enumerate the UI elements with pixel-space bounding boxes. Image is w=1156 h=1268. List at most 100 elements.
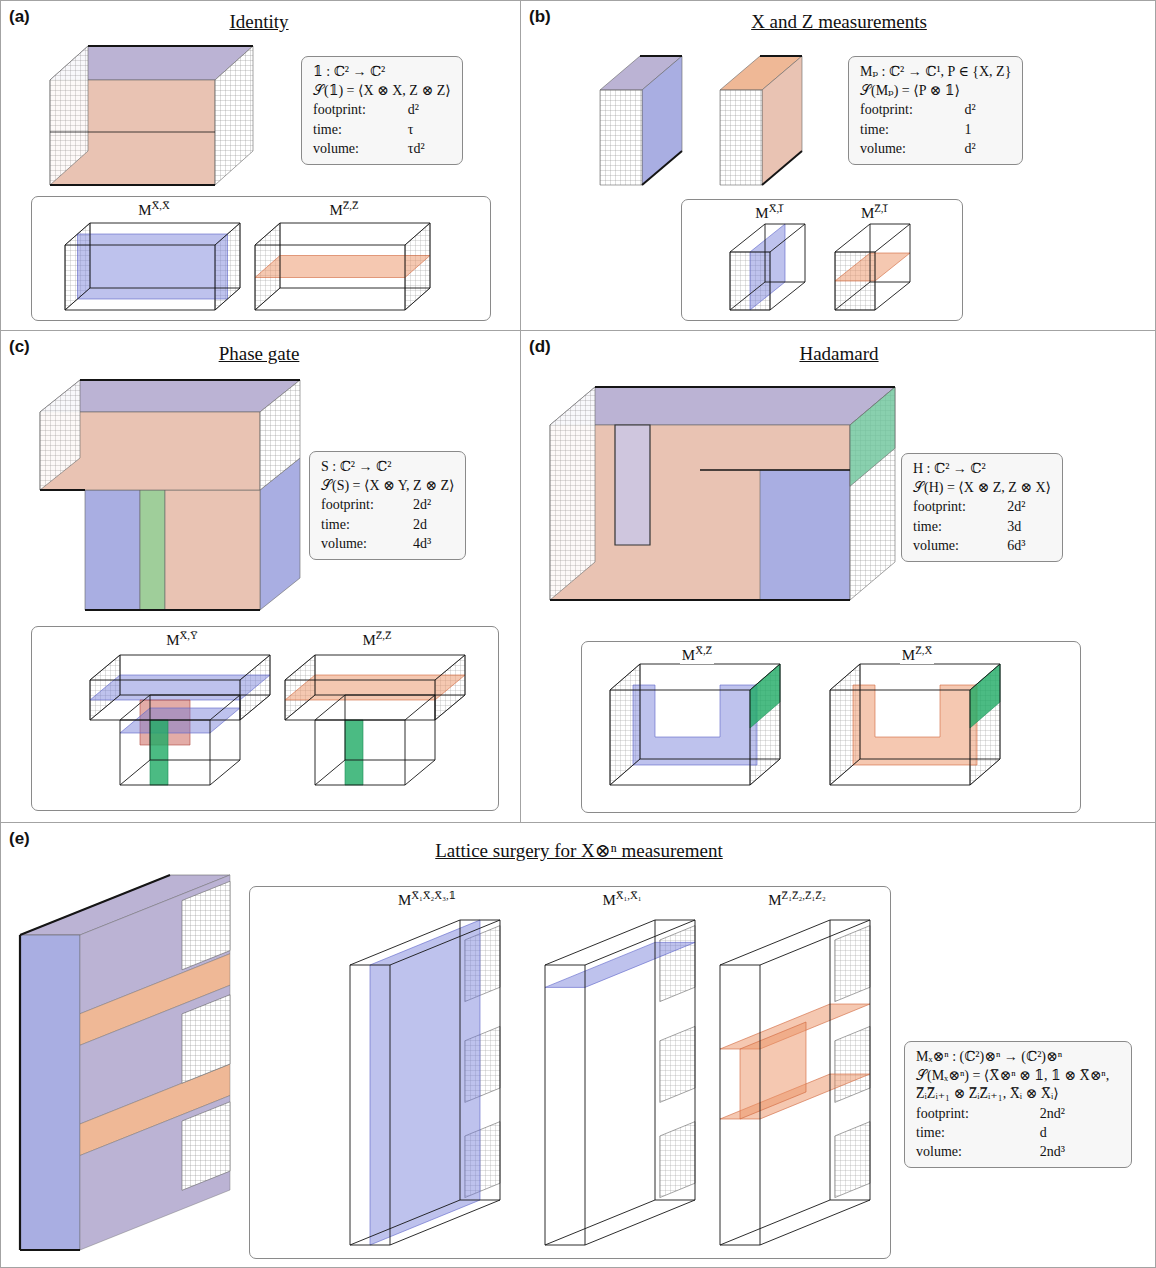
block-edge <box>80 379 300 381</box>
metric-name: time: <box>313 121 392 139</box>
correlation-surface <box>78 234 228 299</box>
membrane-inset: MX̅,Y̅MZ̅,Z̅ <box>31 626 499 811</box>
correlation-surface <box>633 685 757 765</box>
block-edge <box>280 288 430 289</box>
membrane-inset: MX̅₁X̅₂X̅₃,𝟙MX̅₁,X̅₁MZ̅₁Z̅₂,Z̅₁Z̅₂ <box>249 886 891 1259</box>
block-edge <box>240 655 270 680</box>
metric-name: volume: <box>313 140 392 158</box>
metric-name: time: <box>860 121 949 139</box>
block-edge <box>460 1200 500 1201</box>
block-edge <box>762 151 802 185</box>
correlation-surface <box>120 708 240 733</box>
boundary-face <box>615 425 650 545</box>
panel-title: Hadamard <box>799 343 878 365</box>
block-edge <box>65 245 66 310</box>
metric-value: τ <box>408 121 451 139</box>
metric-name: volume: <box>916 1143 1024 1161</box>
boundary-face <box>20 935 80 1250</box>
block-edge <box>350 1245 390 1246</box>
block-edge <box>40 489 85 491</box>
domain-wall <box>140 490 165 610</box>
block-edge <box>120 655 270 656</box>
block-edge <box>730 224 765 252</box>
boundary-face <box>550 387 895 425</box>
block-edge <box>435 695 465 720</box>
block-edge <box>760 920 870 965</box>
membrane-label: MX̅₁,X̅₁ <box>600 889 643 909</box>
operator-superscript: X̅,Y̅ <box>180 629 198 641</box>
operator-letter: M <box>398 892 411 908</box>
panel-letter: (b) <box>529 7 551 27</box>
panel-letter: (c) <box>9 337 30 357</box>
operator-letter: M <box>755 205 768 221</box>
block-edge <box>405 760 435 785</box>
block-edge <box>640 664 641 759</box>
code-patch <box>182 1102 230 1191</box>
block-edge <box>970 664 1000 690</box>
block-edge <box>770 224 805 252</box>
block-edge <box>720 1200 830 1245</box>
code-patch <box>660 926 695 1002</box>
metric-value: 6d³ <box>1007 537 1051 555</box>
block-edge <box>255 288 280 310</box>
block-edge <box>970 690 971 785</box>
correlation-surface <box>835 253 910 281</box>
boundary-face <box>760 470 850 600</box>
block-edge <box>830 759 860 785</box>
block-edge <box>435 695 436 760</box>
correlation-surface <box>545 942 695 987</box>
domain-wall <box>750 664 780 728</box>
gate-info-box: Mₓ⊗ⁿ : (ℂ²)⊗ⁿ → (ℂ²)⊗ⁿ𝒮(Mₓ⊗ⁿ) = ⟨X̅⊗ⁿ ⊗ … <box>904 1041 1132 1168</box>
correlation-surface <box>750 224 785 310</box>
block-edge <box>90 655 120 680</box>
block-edge <box>430 223 431 288</box>
block-edge <box>835 252 836 310</box>
membrane-label: MX̅,I̅ <box>753 202 784 222</box>
block-edge <box>655 920 656 1200</box>
membrane-label: MX̅,Y̅ <box>164 629 200 649</box>
stabilizer-group: 𝒮(𝟙) = ⟨X ⊗ X, Z ⊗ Z⟩ <box>313 82 451 100</box>
metric-value: 4d³ <box>413 535 454 553</box>
stabilizer-group: 𝒮(Mₚ) = ⟨P ⊗ 𝟙⟩ <box>860 82 1011 100</box>
block-edge <box>255 310 405 311</box>
metric-value: τd² <box>408 140 451 158</box>
block-edge <box>642 151 682 185</box>
correlation-surface <box>370 920 480 1245</box>
block-edge <box>255 245 256 310</box>
block-edge <box>405 223 430 245</box>
code-patch <box>660 1026 695 1102</box>
block-edge <box>405 245 406 310</box>
operator-superscript: X̅,I̅ <box>769 202 783 214</box>
block-edge <box>970 759 1000 785</box>
correlation-surface <box>853 685 977 765</box>
figure-panel: (c)Phase gateS : ℂ² → ℂ²𝒮(S) = ⟨X ⊗ Y, Z… <box>0 330 521 823</box>
block-edge <box>90 680 240 681</box>
block-edge <box>720 965 760 966</box>
domain-wall <box>150 720 168 785</box>
block-edge <box>870 224 871 282</box>
membrane-inset: MX̅,X̅MZ̅,Z̅ <box>31 196 491 321</box>
gate-info-box: S : ℂ² → ℂ²𝒮(S) = ⟨X ⊗ Y, Z ⊗ Z⟩footprin… <box>309 451 466 560</box>
membrane-label: MX̅,X̅ <box>136 199 172 219</box>
block-edge <box>120 785 210 786</box>
operator-superscript: Z̅₁Z̅₂,Z̅₁Z̅₂ <box>782 889 826 901</box>
block-edge <box>120 655 121 695</box>
block-edge <box>835 310 875 311</box>
metric-value: 2nd³ <box>1040 1143 1120 1161</box>
block-edge <box>760 1200 870 1245</box>
block-edge <box>315 655 465 656</box>
stabilizer-group: 𝒮(S) = ⟨X ⊗ Y, Z ⊗ Z⟩ <box>321 477 454 495</box>
block-edge <box>50 132 215 133</box>
metric-value: 2d <box>413 516 454 534</box>
block-edge <box>835 252 875 253</box>
block-edge <box>640 55 682 57</box>
stabilizer-group: 𝒮(Mₓ⊗ⁿ) = ⟨X̅⊗ⁿ ⊗ 𝟙, 𝟙 ⊗ X̅⊗ⁿ, Z̅ᵢZ̅ᵢ₊₁ … <box>916 1067 1120 1103</box>
metric-value: d² <box>965 101 1012 119</box>
code-patch <box>260 380 300 490</box>
block-edge <box>835 282 870 310</box>
block-edge <box>610 785 750 786</box>
metric-name: time: <box>913 518 991 536</box>
block-edge <box>585 1200 695 1245</box>
block-edge <box>750 664 780 690</box>
gate-map: S : ℂ² → ℂ² <box>321 458 454 476</box>
